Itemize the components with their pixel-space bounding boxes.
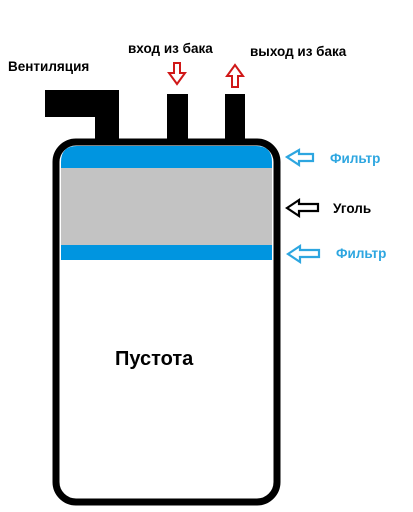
tank-inlet-label: вход из бака (128, 41, 213, 56)
coal-layer (61, 168, 272, 245)
filter-top-label: Фильтр (330, 151, 381, 166)
filter-layer-top (61, 146, 272, 168)
coal-label: Уголь (333, 201, 372, 216)
filter-layer-bottom (61, 245, 272, 260)
arrow-left-outline-icon (285, 197, 320, 219)
arrow-up-outline-icon (225, 63, 245, 88)
tank-outlet-label: выход из бака (250, 44, 347, 59)
outlet-pipe (225, 94, 245, 148)
ventilation-label: Вентиляция (8, 59, 90, 74)
arrow-left-outline-icon (284, 148, 315, 168)
inlet-pipe (167, 94, 188, 148)
arrow-down-outline-icon (167, 62, 187, 86)
filter-bottom-label: Фильтр (336, 246, 387, 261)
arrow-left-outline-icon (286, 243, 321, 265)
ventilation-pipe (45, 90, 119, 148)
void-label: Пустота (115, 348, 194, 370)
